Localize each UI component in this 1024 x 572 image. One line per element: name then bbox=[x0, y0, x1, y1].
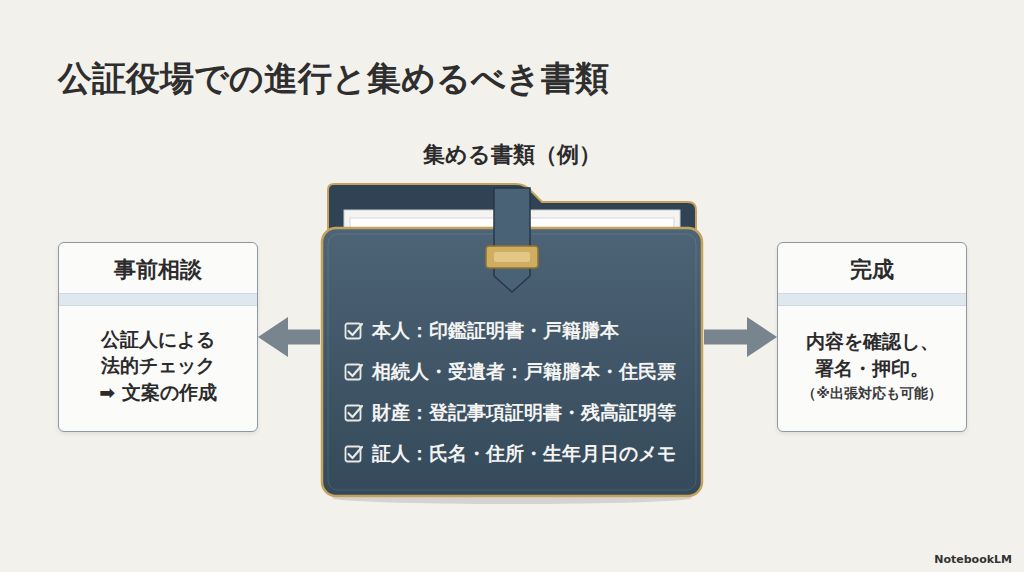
step-body: 公証人による 法的チェック ➡ 文案の作成 bbox=[92, 326, 224, 406]
step-box: 完成内容を確認し、 署名・押印。 （※出張対応も可能） bbox=[777, 242, 967, 432]
checklist-row: 本人：印鑑証明書・戸籍謄本 bbox=[344, 310, 676, 351]
checklist-item: 財産：登記事項証明書・残高証明等 bbox=[372, 400, 676, 426]
checkbox-icon bbox=[344, 444, 364, 464]
checklist-item: 証人：氏名・住所・生年月日のメモ bbox=[372, 441, 676, 467]
checkbox-icon bbox=[344, 362, 364, 382]
checkbox-icon bbox=[344, 403, 364, 423]
folder-heading: 集める書類（例） bbox=[320, 140, 704, 170]
watermark: NotebookLM bbox=[934, 553, 1012, 566]
flow-arrow bbox=[704, 330, 747, 345]
diagram-title: 公証役場での進行と集めるべき書類 bbox=[58, 56, 609, 102]
step-box: 事前相談公証人による 法的チェック ➡ 文案の作成 bbox=[58, 242, 258, 432]
step-body: 内容を確認し、 署名・押印。 bbox=[798, 328, 946, 381]
document-folder: 集める書類（例） 本人：印鑑証明書・戸籍謄本相続人・受遺者：戸籍謄本・住民票財産：… bbox=[320, 140, 704, 505]
flow-arrow bbox=[288, 330, 320, 345]
header-stripe bbox=[778, 293, 966, 306]
checklist-item: 相続人・受遺者：戸籍謄本・住民票 bbox=[372, 359, 676, 385]
checklist-item: 本人：印鑑証明書・戸籍謄本 bbox=[372, 318, 619, 344]
checklist-row: 財産：登記事項証明書・残高証明等 bbox=[344, 392, 676, 433]
step-heading: 事前相談 bbox=[59, 243, 257, 293]
checklist-row: 相続人・受遺者：戸籍謄本・住民票 bbox=[344, 351, 676, 392]
header-stripe bbox=[59, 293, 257, 306]
checklist-row: 証人：氏名・住所・生年月日のメモ bbox=[344, 433, 676, 474]
checkbox-icon bbox=[344, 321, 364, 341]
checklist: 本人：印鑑証明書・戸籍謄本相続人・受遺者：戸籍謄本・住民票財産：登記事項証明書・… bbox=[344, 310, 676, 474]
step-heading: 完成 bbox=[778, 243, 966, 293]
step-note: （※出張対応も可能） bbox=[802, 385, 942, 403]
